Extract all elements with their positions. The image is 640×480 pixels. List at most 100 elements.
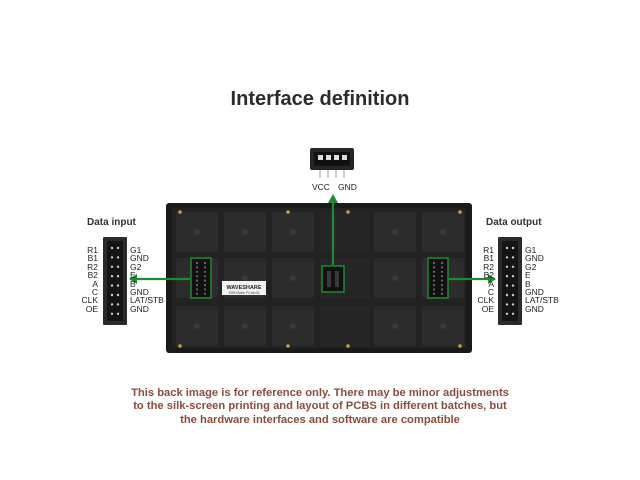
- connector-pin: [511, 303, 515, 306]
- data-output-pin-right: B: [525, 278, 531, 289]
- connector-pin: [505, 284, 509, 287]
- power-vcc-label: VCC: [312, 182, 330, 192]
- connector-pin: [440, 292, 444, 295]
- connector-pin: [432, 266, 436, 269]
- connector-pin: [432, 261, 436, 265]
- input-connector: [103, 237, 127, 325]
- connector-pin: [432, 283, 436, 287]
- connector-pin: [432, 275, 436, 278]
- connector-pin: [440, 270, 444, 273]
- connector-pin: [432, 270, 436, 273]
- connector-pin: [203, 275, 207, 278]
- board-model: RGB Matrix P4 64x32: [229, 291, 260, 295]
- data-input-pin-left: OE: [85, 303, 98, 314]
- connector-pin: [195, 279, 199, 282]
- data-input-pin-left: C: [91, 287, 98, 297]
- data-output-pin-left: OE: [481, 303, 494, 314]
- connector-pin: [505, 312, 509, 315]
- connector-pin: [203, 292, 207, 295]
- data-input-pin-right: GND: [130, 253, 149, 264]
- connector-pin: [440, 266, 444, 269]
- connector-pin: [505, 265, 509, 268]
- data-input-pin-left: R2: [87, 261, 98, 272]
- panel-screw: [290, 229, 296, 235]
- connector-pin: [505, 293, 509, 297]
- panel-screw: [242, 275, 248, 281]
- panel-mount-hole: [178, 344, 182, 348]
- connector-pin: [116, 256, 120, 259]
- panel-screw: [194, 229, 200, 235]
- data-output-pin-left: A: [488, 278, 494, 289]
- input-connector-pins: [110, 246, 120, 315]
- data-output-pin-right: E: [525, 270, 531, 281]
- connector-pin: [440, 283, 444, 287]
- connector-pin: [511, 256, 515, 259]
- connector-pin: [116, 246, 120, 250]
- connector-pin: [110, 293, 114, 297]
- brand-label: WAVESHARE RGB Matrix P4 64x32: [222, 281, 266, 295]
- connector-pin: [432, 288, 436, 291]
- note-line-2: to the silk-screen printing and layout o…: [133, 400, 507, 413]
- data-input-pin-right: GND: [130, 303, 149, 314]
- panel-center-cell: [320, 212, 370, 252]
- panel-mount-hole: [286, 344, 290, 348]
- connector-pin: [195, 283, 199, 287]
- brand-name: WAVESHARE: [226, 285, 261, 291]
- board-power-header: [321, 265, 345, 293]
- connector-pin: [195, 292, 199, 295]
- data-input-label: Data input: [87, 217, 136, 228]
- connector-pin: [203, 270, 207, 273]
- connector-pin: [116, 265, 120, 268]
- output-connector-pins: [505, 246, 515, 315]
- connector-pin: [511, 275, 515, 278]
- data-output-pin-right: G2: [525, 261, 537, 272]
- data-output-label: Data output: [486, 217, 542, 228]
- connector-pin: [110, 275, 114, 278]
- data-output-pin-left: R2: [483, 261, 494, 272]
- panel-mount-hole: [286, 210, 290, 214]
- led-panel: [166, 203, 472, 353]
- board-output-header: [427, 257, 449, 299]
- board-input-header: [190, 257, 212, 299]
- connector-pin: [195, 288, 199, 291]
- panel-mount-hole: [346, 344, 350, 348]
- connector-pin: [440, 288, 444, 291]
- connector-pin: [511, 265, 515, 268]
- connector-pin: [203, 261, 207, 265]
- connector-pin: [116, 275, 120, 278]
- data-input-pin-left: B2: [87, 270, 98, 281]
- connector-pin: [432, 292, 436, 295]
- output-arrow: [449, 274, 496, 284]
- power-arrow: [328, 194, 338, 265]
- panel-screw: [392, 229, 398, 235]
- connector-pin: [110, 312, 114, 315]
- connector-pin: [440, 261, 444, 265]
- data-input-pin-left: B1: [87, 253, 98, 264]
- reference-note: This back image is for reference only. T…: [80, 387, 560, 427]
- connector-pin: [505, 303, 509, 306]
- panel-mount-hole: [178, 210, 182, 214]
- connector-pin: [116, 312, 120, 315]
- data-output-pin-left: B1: [483, 253, 494, 264]
- connector-pin: [511, 284, 515, 287]
- connector-pin: [110, 284, 114, 287]
- connector-pin: [195, 266, 199, 269]
- panel-screw: [440, 323, 446, 329]
- connector-pin: [195, 275, 199, 278]
- data-input-pin-right: G1: [130, 245, 142, 255]
- panel-center-cell: [320, 306, 370, 346]
- power-gnd-label: GND: [338, 182, 357, 192]
- connector-pin: [511, 312, 515, 315]
- connector-pin: [116, 284, 120, 287]
- connector-pin: [110, 303, 114, 306]
- panel-screw: [242, 229, 248, 235]
- data-output-pin-right: GND: [525, 287, 544, 297]
- panel-screw: [194, 323, 200, 329]
- connector-pin: [195, 261, 199, 265]
- connector-pin: [203, 279, 207, 282]
- panel-screw: [440, 229, 446, 235]
- data-input-pin-right: B: [130, 278, 136, 289]
- power-connector: [310, 148, 354, 178]
- data-output-pin-right: LAT/STB: [525, 295, 559, 306]
